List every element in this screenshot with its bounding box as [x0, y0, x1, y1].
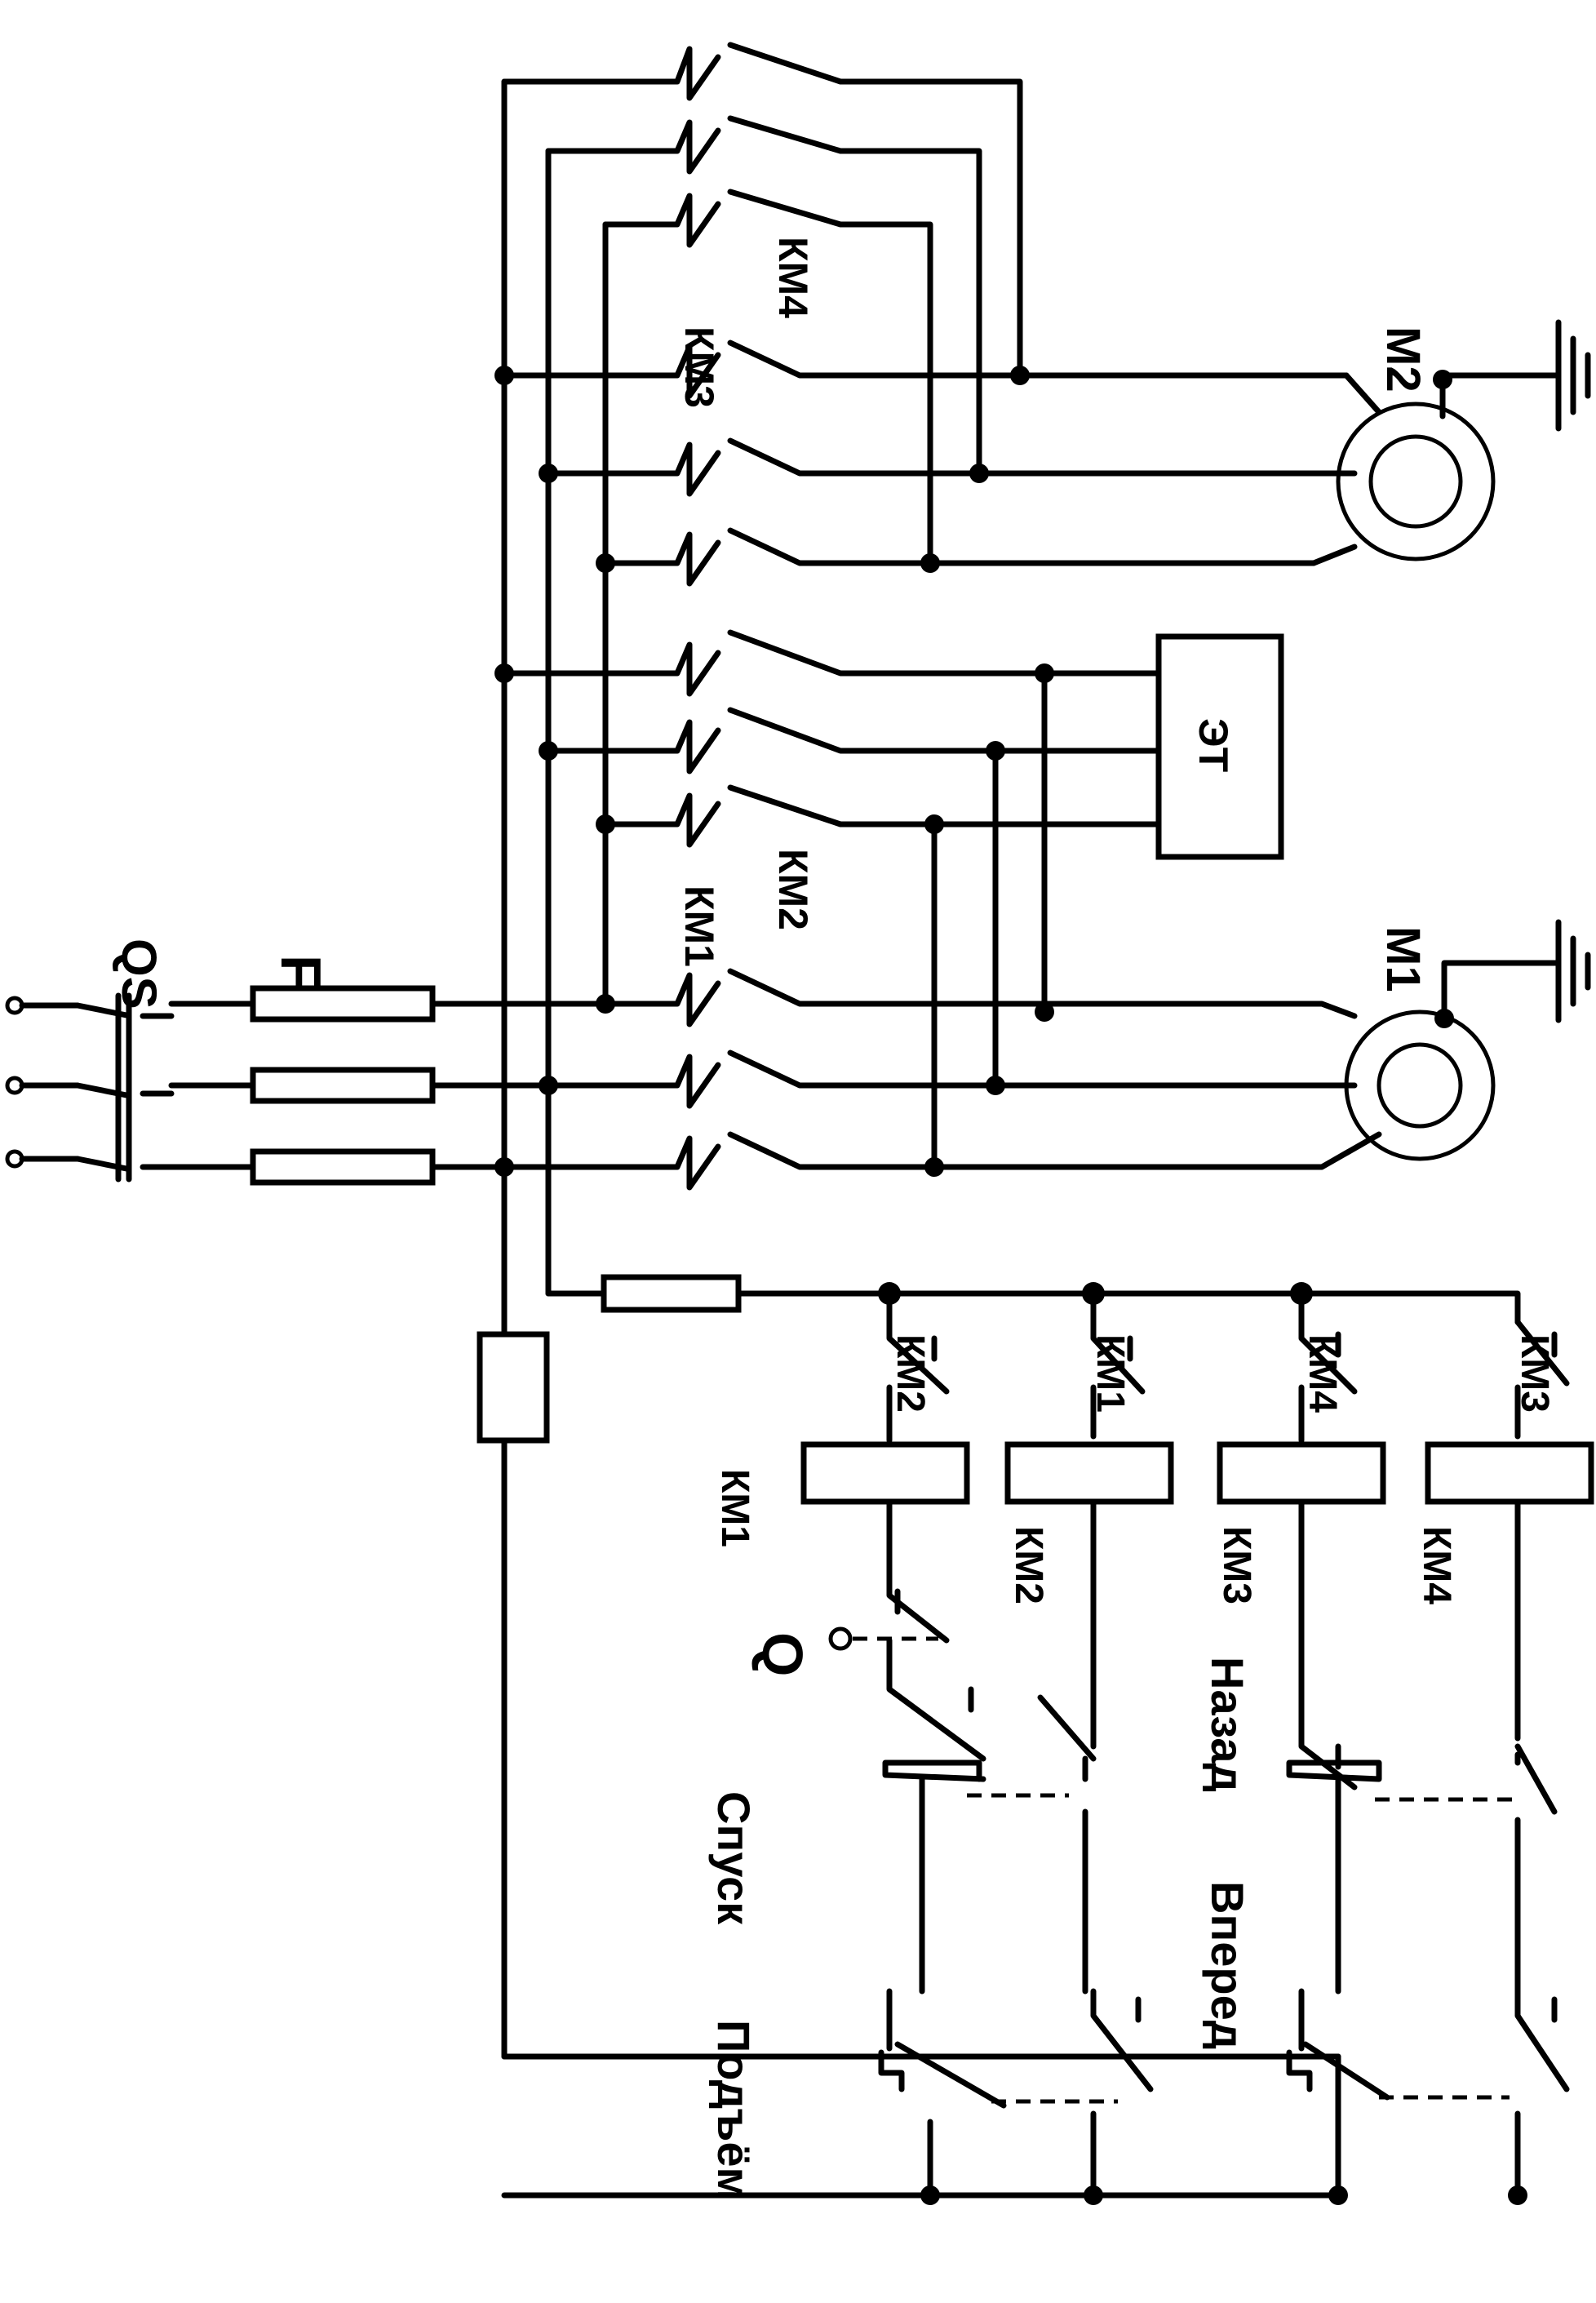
label-et: ЭТ	[1190, 718, 1236, 772]
motor-m1	[1344, 919, 1591, 1161]
label-aux-km4: КМ4	[1301, 1334, 1344, 1413]
label-coil-km2: КМ2	[1007, 1526, 1050, 1604]
main-contacts	[633, 42, 1382, 1191]
label-spusk: Спуск	[708, 1791, 760, 1925]
label-km1-main: КМ1	[676, 885, 722, 967]
label-km2-main: КМ2	[770, 849, 816, 930]
label-aux-km3: КМ3	[1513, 1334, 1556, 1413]
label-qs: QS	[112, 939, 166, 1010]
qs-switch	[74, 992, 175, 1183]
label-aux-km2: КМ2	[889, 1334, 932, 1413]
control-circuit	[477, 1274, 1594, 2205]
input-section	[5, 985, 640, 1186]
label-f: F	[269, 955, 333, 990]
fuse-f	[168, 985, 640, 1186]
label-aux-km1: КМ1	[1088, 1334, 1132, 1413]
label-coil-km1: КМ1	[713, 1469, 756, 1547]
label-coil-km4: КМ4	[1415, 1526, 1458, 1604]
label-podyom: Подъём	[708, 2020, 760, 2201]
motor-m2	[1336, 319, 1591, 561]
label-vpered: Вперед	[1202, 1881, 1253, 2049]
et-brake	[1155, 633, 1284, 860]
label-km3-main: КМ3	[676, 326, 722, 408]
labels: QS F КМ3 КМ4 КМ1 КМ2 ЭТ М2 М1 КМ2 КМ1 КМ…	[112, 237, 1556, 2201]
label-nazad: Назад	[1202, 1657, 1253, 1792]
label-m1: М1	[1377, 926, 1430, 992]
label-m2: М2	[1377, 326, 1430, 393]
q-knob	[828, 1626, 853, 1651]
label-km4-main: КМ4	[770, 237, 816, 318]
bus-bars	[494, 78, 640, 2060]
label-coil-km3: КМ3	[1215, 1526, 1258, 1604]
label-q: Q	[751, 1632, 814, 1676]
